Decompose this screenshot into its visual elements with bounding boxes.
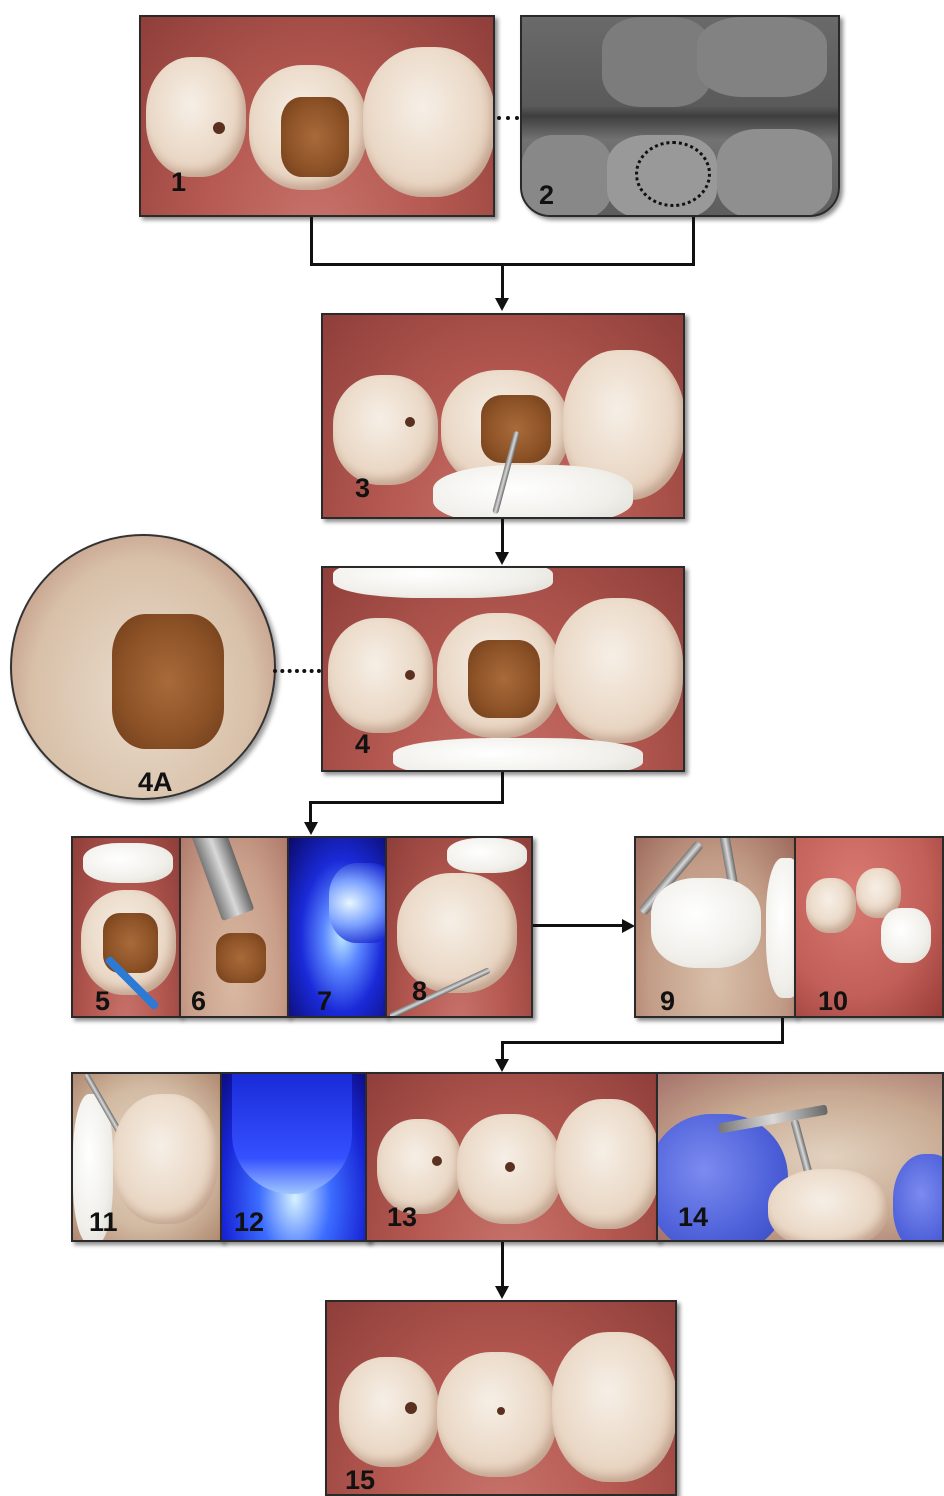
connector-line	[309, 801, 312, 823]
tooth-anterior	[806, 878, 856, 933]
radiograph-crown-lower	[717, 129, 832, 217]
arrow-head-down	[304, 822, 318, 835]
cavity-lesion	[216, 933, 266, 983]
caries-spot	[213, 122, 225, 134]
gauze	[881, 908, 931, 963]
connector-line	[309, 801, 504, 804]
panel-number-10: 10	[818, 988, 848, 1015]
caries-spot	[405, 417, 415, 427]
radiograph-crown-upper	[602, 17, 712, 107]
connector-line	[501, 1242, 504, 1287]
tooth-left	[328, 618, 433, 733]
panel-number-6: 6	[191, 988, 206, 1015]
connector-line	[501, 519, 504, 553]
lesion-highlight-circle	[635, 141, 711, 207]
cotton-roll	[393, 738, 643, 772]
panel-number-4: 4	[355, 731, 370, 758]
photo-panel-11: 11	[71, 1072, 223, 1242]
tooth-left	[377, 1119, 462, 1214]
connector-line	[692, 217, 695, 265]
photo-panel-9: 9	[634, 836, 796, 1018]
curing-light-panel-12: 12	[220, 1072, 370, 1242]
photo-panel-15: 15	[325, 1300, 677, 1496]
dotted-connector-4a-4	[273, 669, 321, 673]
curing-light-tip	[329, 863, 387, 943]
tooth-sealed	[113, 1094, 218, 1224]
glove-left	[656, 1114, 788, 1242]
photo-panel-14: 14	[656, 1072, 944, 1242]
panel-number-12: 12	[234, 1209, 264, 1236]
connector-line	[310, 217, 313, 265]
photo-panel-5: 5	[71, 836, 181, 1018]
tooth-left	[333, 375, 438, 485]
photo-panel-13: 13	[365, 1072, 659, 1242]
sealant-spot	[497, 1407, 505, 1415]
radiograph-crown-upper	[697, 17, 827, 97]
tooth-right	[552, 1332, 677, 1482]
panel-number-7: 7	[317, 988, 332, 1015]
connector-line	[501, 1041, 504, 1061]
cotton-roll	[447, 838, 527, 873]
caries-spot	[405, 670, 415, 680]
tooth-right	[363, 47, 495, 197]
arrow-head-down	[495, 1059, 509, 1072]
panel-number-14: 14	[678, 1204, 708, 1231]
caries-spot	[405, 1402, 417, 1414]
photo-panel-1: 1	[139, 15, 495, 217]
cotton-roll	[83, 843, 173, 883]
glove-right	[893, 1154, 944, 1242]
radiograph-panel-2: 2	[520, 15, 840, 217]
arrow-head-down	[495, 298, 509, 311]
panel-number-9: 9	[660, 988, 675, 1015]
magnified-view-4a: 4A	[10, 534, 276, 800]
cavity-lesion	[468, 640, 540, 718]
tooth-left	[146, 57, 246, 177]
panel-number-1: 1	[171, 169, 186, 196]
tooth-right	[553, 598, 683, 743]
gauze	[651, 878, 761, 968]
panel-number-4a: 4A	[138, 769, 173, 796]
curing-light-panel-7: 7	[287, 836, 387, 1018]
photo-panel-4: 4	[321, 566, 685, 772]
syringe-tip	[192, 836, 255, 921]
curing-light-tip	[232, 1074, 352, 1194]
connector-line	[501, 263, 504, 299]
arrow-head-down	[495, 1286, 509, 1299]
tooth-left	[339, 1357, 439, 1467]
tooth-sealed	[768, 1169, 888, 1242]
connector-line	[781, 1018, 784, 1043]
tooth-sealed	[397, 873, 517, 993]
photo-panel-10: 10	[794, 836, 944, 1018]
caries-spot	[432, 1156, 442, 1166]
panel-number-8: 8	[412, 978, 427, 1005]
connector-line	[501, 772, 504, 803]
cotton-roll	[333, 566, 553, 598]
panel-number-2: 2	[539, 182, 554, 209]
photo-panel-8: 8	[385, 836, 533, 1018]
cotton-roll	[766, 858, 796, 998]
cavity-lesion-magnified	[112, 614, 224, 749]
panel-number-15: 15	[345, 1467, 375, 1494]
cotton-roll	[433, 465, 633, 519]
cavity-lesion	[481, 395, 551, 463]
tooth-sealed	[437, 1352, 557, 1477]
radiograph-crown-lower	[522, 135, 612, 217]
panel-number-13: 13	[387, 1204, 417, 1231]
panel-number-3: 3	[355, 475, 370, 502]
connector-line	[501, 1041, 784, 1044]
panel-number-5: 5	[95, 988, 110, 1015]
arrow-head-down	[495, 552, 509, 565]
tooth-right	[555, 1099, 659, 1229]
panel-number-11: 11	[89, 1209, 118, 1236]
sealant-spot	[505, 1162, 515, 1172]
photo-panel-6: 6	[179, 836, 289, 1018]
dotted-connector-1-2	[497, 116, 519, 120]
cavity-lesion	[281, 97, 349, 177]
connector-line	[533, 924, 623, 927]
photo-panel-3: 3	[321, 313, 685, 519]
